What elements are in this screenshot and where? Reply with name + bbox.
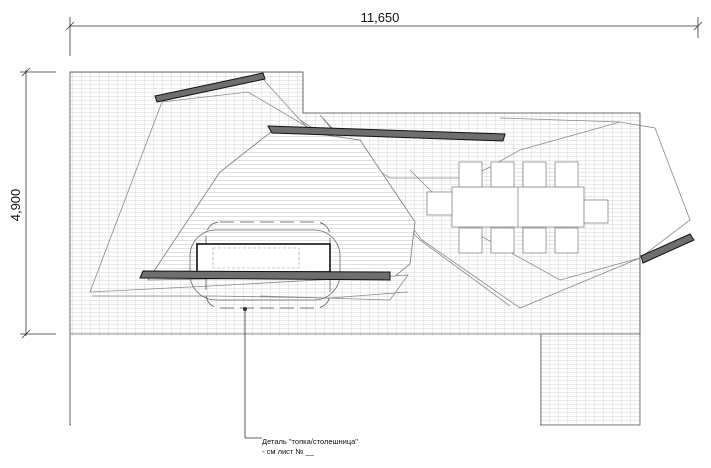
- bench-right: [640, 233, 695, 264]
- chair: [522, 161, 547, 188]
- chair: [490, 161, 515, 188]
- chair: [458, 227, 483, 254]
- chair: [583, 199, 609, 224]
- chair: [426, 191, 453, 216]
- dining-set: [426, 161, 609, 254]
- height-dimension: [20, 67, 56, 339]
- chair: [490, 227, 515, 254]
- chair: [554, 161, 579, 188]
- fireplace-countertop: [189, 221, 341, 309]
- lower-right-paving: [540, 333, 641, 426]
- callout-line-2: - см лист № __: [262, 447, 315, 456]
- chair: [522, 227, 547, 254]
- bench-front: [139, 270, 391, 281]
- fire-pit-inner: [212, 247, 300, 269]
- bench-top-center: [267, 125, 506, 142]
- chair: [554, 227, 579, 254]
- callout-leader: [242, 306, 262, 439]
- benches: [139, 72, 695, 281]
- wooden-decking: [147, 127, 416, 281]
- width-dimension: [65, 17, 703, 56]
- countertop: [196, 243, 331, 273]
- bench-top-left: [154, 72, 266, 103]
- width-dimension-label: 11,650: [361, 10, 400, 25]
- chair: [458, 161, 483, 188]
- bottom-clear-area: [71, 335, 540, 468]
- callout-line-1: Деталь "топка/столешница": [262, 437, 358, 446]
- height-dimension-label: 4,900: [8, 189, 23, 222]
- fireplace-rounded-outline: [189, 229, 341, 301]
